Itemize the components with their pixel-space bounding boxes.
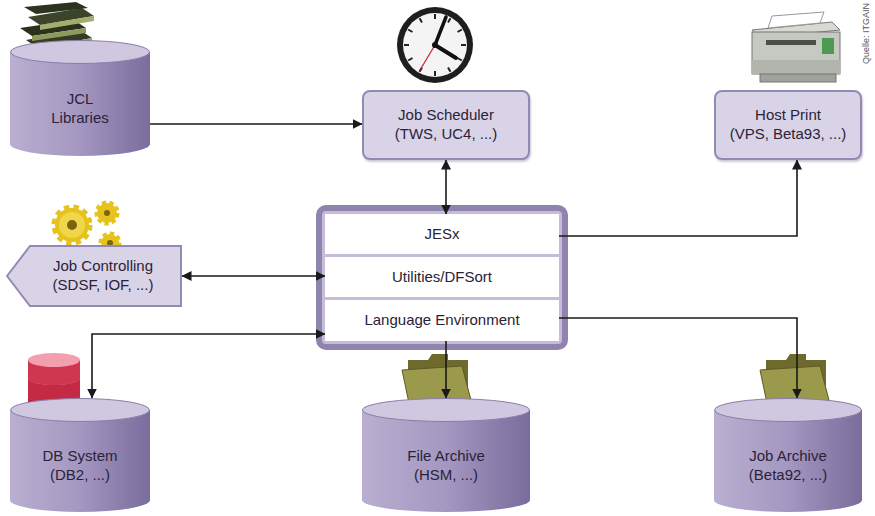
node-title: Job Scheduler: [398, 106, 494, 125]
connector: [445, 160, 447, 214]
layer-band: Language Environment: [325, 300, 559, 341]
node-subtitle: (DB2, ...): [50, 466, 110, 485]
node-title: Job Controlling: [53, 257, 153, 276]
node-subtitle: (Beta92, ...): [749, 466, 827, 485]
node-title: Language Environment: [364, 311, 519, 330]
storage-cylinder: JCL Libraries: [10, 40, 150, 156]
node-subtitle: (SDSF, IOF, ...): [53, 276, 154, 295]
connector: [150, 123, 362, 125]
node-title: JCL Libraries: [40, 90, 120, 128]
node-title: File Archive: [407, 447, 485, 466]
node-title: DB System: [42, 447, 117, 466]
node-title: Job Archive: [749, 447, 827, 466]
storage-cylinder: DB System(DB2, ...): [10, 398, 150, 512]
layer-band: Utilities/DFSort: [325, 257, 559, 297]
process-box: Job Scheduler(TWS, UC4, ...): [362, 90, 530, 160]
printer-icon: [752, 12, 840, 82]
connector: [559, 160, 797, 236]
node-subtitle: (TWS, UC4, ...): [395, 125, 498, 144]
connector: [92, 334, 325, 398]
source-note: Quelle: ITGAIN: [861, 3, 871, 64]
node-title: Host Print: [755, 106, 821, 125]
storage-cylinder: File Archive(HSM, ...): [362, 398, 530, 512]
layer-band: JESx: [325, 214, 559, 254]
node-title: JESx: [424, 225, 459, 244]
connector: [182, 275, 325, 277]
gears-icon: [55, 203, 119, 252]
node-subtitle: (HSM, ...): [414, 466, 478, 485]
connector: [559, 318, 797, 398]
connector: [445, 341, 447, 398]
storage-cylinder: Job Archive(Beta92, ...): [714, 398, 862, 512]
process-box: Host Print(VPS, Beta93, ...): [714, 90, 862, 160]
clock-icon: [397, 7, 473, 83]
node-subtitle: (VPS, Beta93, ...): [730, 125, 847, 144]
pointer-box: Job Controlling(SDSF, IOF, ...): [6, 245, 182, 307]
node-title: Utilities/DFSort: [392, 268, 492, 287]
